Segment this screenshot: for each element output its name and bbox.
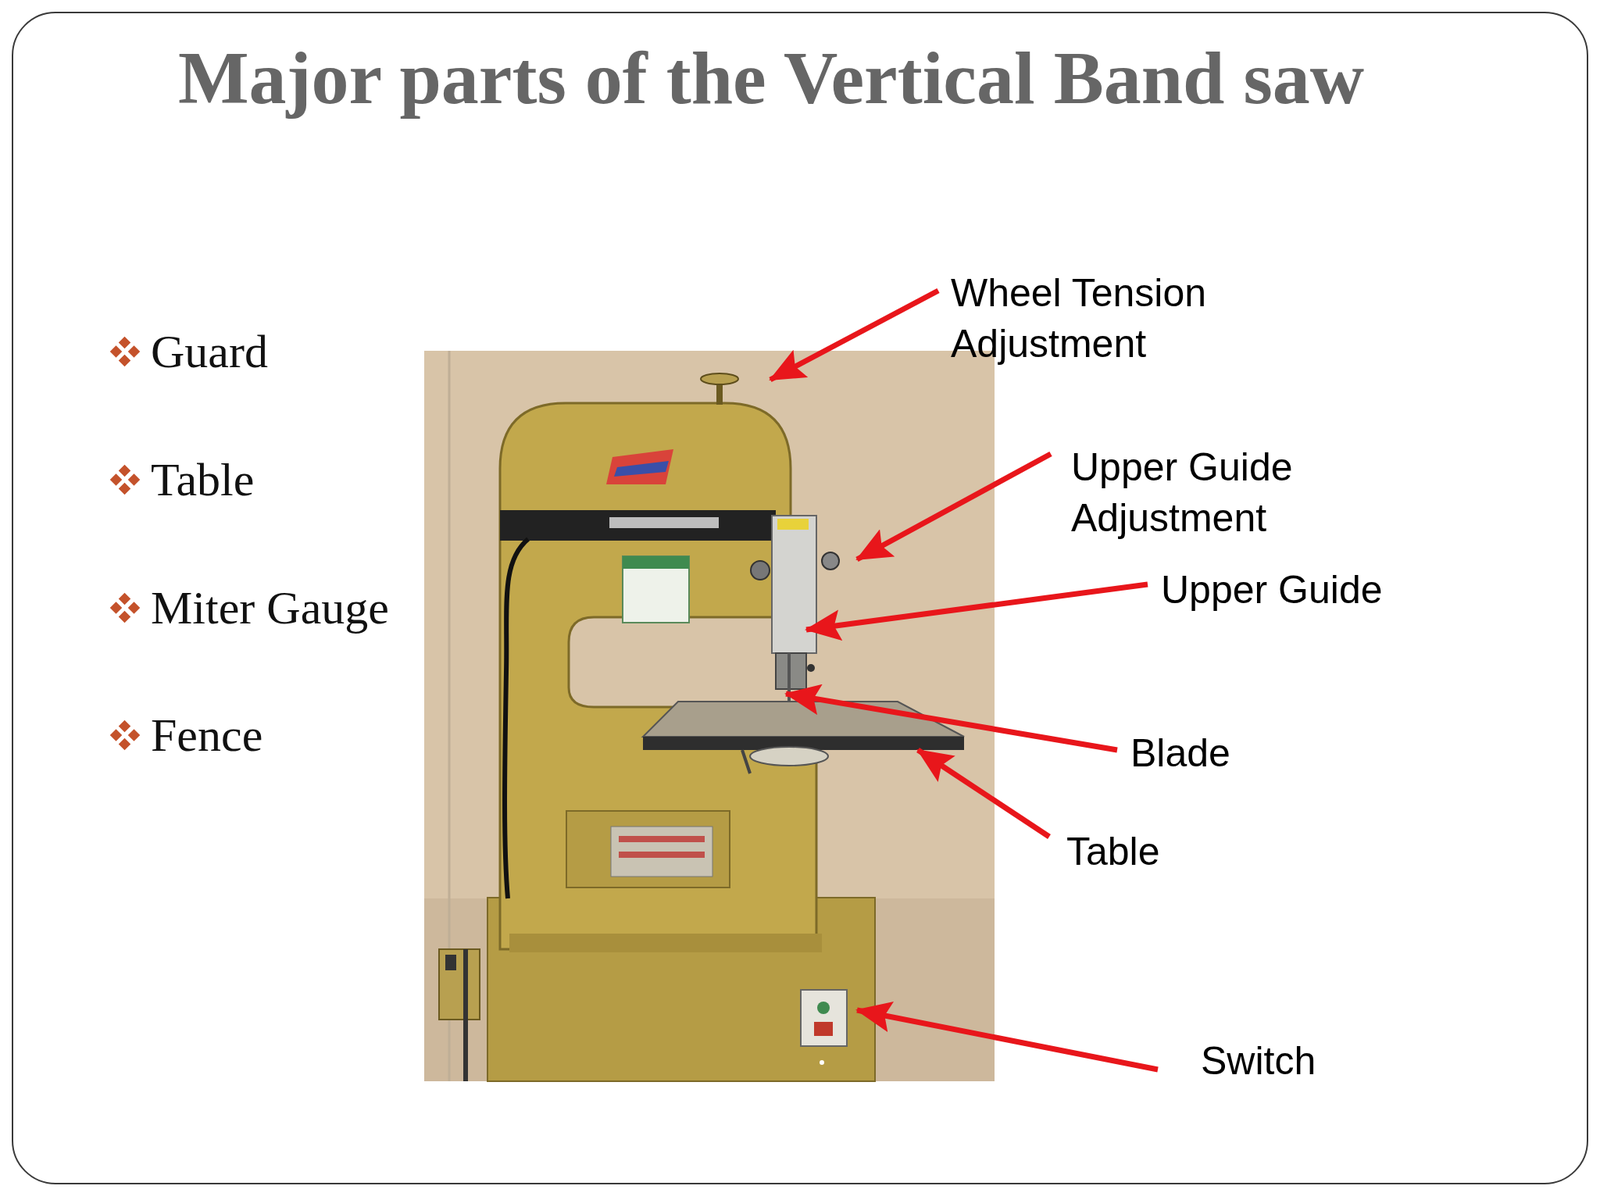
bandsaw-art-part	[110, 592, 141, 624]
bandsaw-art-part	[566, 810, 730, 888]
bandsaw-art-part	[775, 653, 807, 690]
callout-label: Upper Guide Adjustment	[1071, 442, 1400, 544]
bandsaw-art-part	[128, 728, 141, 742]
bandsaw-art-part	[700, 373, 739, 385]
bandsaw-art-part	[118, 720, 132, 733]
bandsaw-art-part	[750, 746, 829, 766]
bandsaw-art-part	[800, 989, 847, 1047]
bandsaw-art-part	[742, 750, 750, 774]
bandsaw-art-part	[118, 738, 132, 751]
callout-label: Switch	[1200, 1035, 1316, 1087]
bandsaw-art-part	[128, 345, 141, 358]
bandsaw-art-part	[857, 1010, 1158, 1070]
bandsaw-art-part	[622, 556, 690, 569]
bandsaw-art-part	[110, 728, 123, 742]
bandsaw-art-part	[821, 552, 840, 570]
bullet-item: Miter Gauge	[150, 579, 390, 636]
callout-label: Upper Guide	[1160, 564, 1383, 616]
bandsaw-art-part	[857, 453, 1051, 560]
bandsaw-art-part	[110, 473, 123, 486]
bandsaw-art-part	[118, 610, 132, 624]
bandsaw-art-part	[785, 693, 1118, 750]
bandsaw-art-part	[110, 601, 123, 615]
callout-label: Blade	[1130, 728, 1231, 779]
bandsaw-art-part	[118, 592, 132, 606]
bandsaw-art-part	[110, 336, 141, 368]
bandsaw-art-part	[777, 518, 809, 530]
bandsaw-art-part	[128, 601, 141, 615]
bandsaw-art-part	[504, 539, 529, 899]
bullet-item: Table	[150, 451, 254, 508]
bullet-item: Guard	[150, 323, 268, 380]
bandsaw-art-part	[110, 345, 123, 358]
bandsaw-art-part	[128, 473, 141, 486]
bandsaw-art-part	[917, 750, 1050, 837]
bandsaw-art-part	[445, 954, 457, 971]
bandsaw-art-part	[610, 826, 713, 877]
bandsaw-art-part	[118, 482, 132, 496]
bandsaw-art-part	[618, 851, 705, 858]
slide-frame	[12, 12, 1588, 1184]
bandsaw-art-part	[606, 449, 674, 485]
bandsaw-art-part	[807, 664, 815, 672]
bandsaw-art-part	[439, 949, 480, 1020]
bandsaw-art-part	[614, 460, 669, 477]
callout-label: Wheel Tension Adjustment	[950, 267, 1295, 370]
bandsaw-art-part	[509, 933, 822, 953]
bandsaw-art-part	[750, 560, 770, 580]
bullet-ornaments	[110, 336, 141, 751]
slide-title: Major parts of the Vertical Band saw	[178, 26, 1491, 130]
bandsaw-art-part	[814, 1021, 833, 1036]
bandsaw-art-part	[110, 464, 141, 496]
bandsaw-art-part	[110, 720, 141, 751]
callout-label: Table	[1066, 826, 1161, 878]
bandsaw-art-part	[819, 1060, 825, 1065]
bandsaw-art-part	[118, 336, 132, 350]
bandsaw-art-part	[806, 584, 1148, 630]
callout-arrows	[770, 290, 1158, 1070]
bandsaw-art-part	[771, 515, 817, 654]
bullet-item: Fence	[150, 707, 263, 764]
bandsaw-art-part	[500, 510, 776, 541]
bandsaw-art-part	[463, 949, 468, 1082]
bandsaw-art-part	[118, 354, 132, 368]
bandsaw-art-part	[609, 517, 719, 529]
bandsaw-art-part	[787, 653, 791, 708]
bandsaw-art-part	[618, 835, 705, 843]
bandsaw-art-part	[622, 556, 690, 623]
bandsaw-art-part	[817, 1001, 830, 1015]
bandsaw-art-part	[500, 403, 817, 950]
bandsaw-art-part	[770, 290, 939, 380]
bandsaw-art-part	[642, 701, 965, 737]
bandsaw-art-part	[118, 464, 132, 478]
